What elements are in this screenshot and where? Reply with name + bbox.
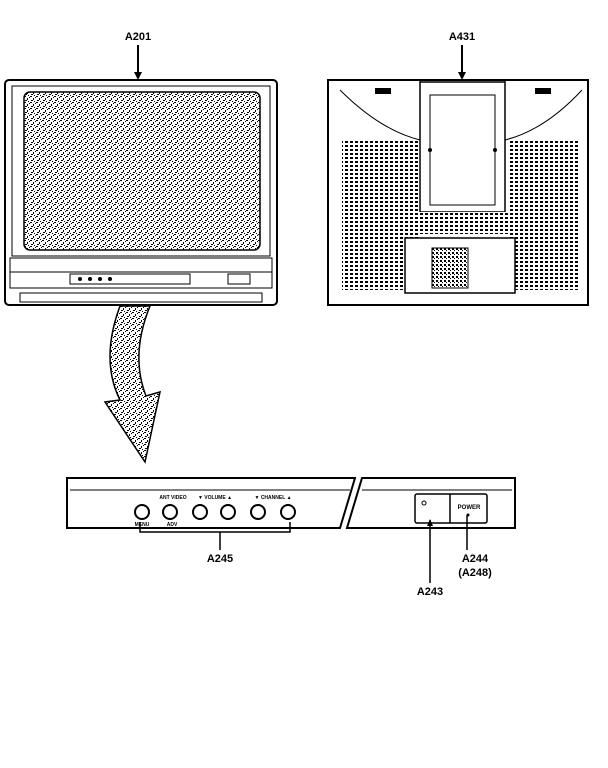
channel-up-button[interactable] bbox=[280, 504, 296, 520]
volume-label: ▼ VOLUME ▲ bbox=[198, 495, 232, 501]
ant-video-label: ANT VIDEO bbox=[159, 495, 186, 501]
callout-a248: (A248) bbox=[458, 567, 492, 579]
power-label: POWER bbox=[458, 505, 481, 511]
callout-a245: A245 bbox=[207, 553, 233, 565]
screen bbox=[23, 91, 261, 251]
detail-arrow bbox=[103, 305, 161, 464]
callout-a243: A243 bbox=[417, 586, 443, 598]
callout-a244: A244 bbox=[462, 553, 489, 565]
front-tv: A201 bbox=[4, 31, 278, 306]
channel-label: ▼ CHANNEL ▲ bbox=[254, 495, 291, 501]
ant-video-button[interactable] bbox=[162, 504, 178, 520]
volume-down-button[interactable] bbox=[192, 504, 208, 520]
adv-label: ADV bbox=[167, 522, 178, 528]
callout-a201: A201 bbox=[125, 31, 151, 43]
volume-up-button[interactable] bbox=[220, 504, 236, 520]
rear-tv: A431 bbox=[327, 31, 589, 306]
menu-button[interactable] bbox=[134, 504, 150, 520]
power-indicator-icon bbox=[421, 500, 427, 506]
control-panel: ANT VIDEO ▼ VOLUME ▲ ▼ CHANNEL ▲ MENU AD… bbox=[66, 477, 516, 598]
channel-down-button[interactable] bbox=[250, 504, 266, 520]
callout-a431: A431 bbox=[449, 31, 475, 43]
menu-label: MENU bbox=[135, 522, 150, 528]
